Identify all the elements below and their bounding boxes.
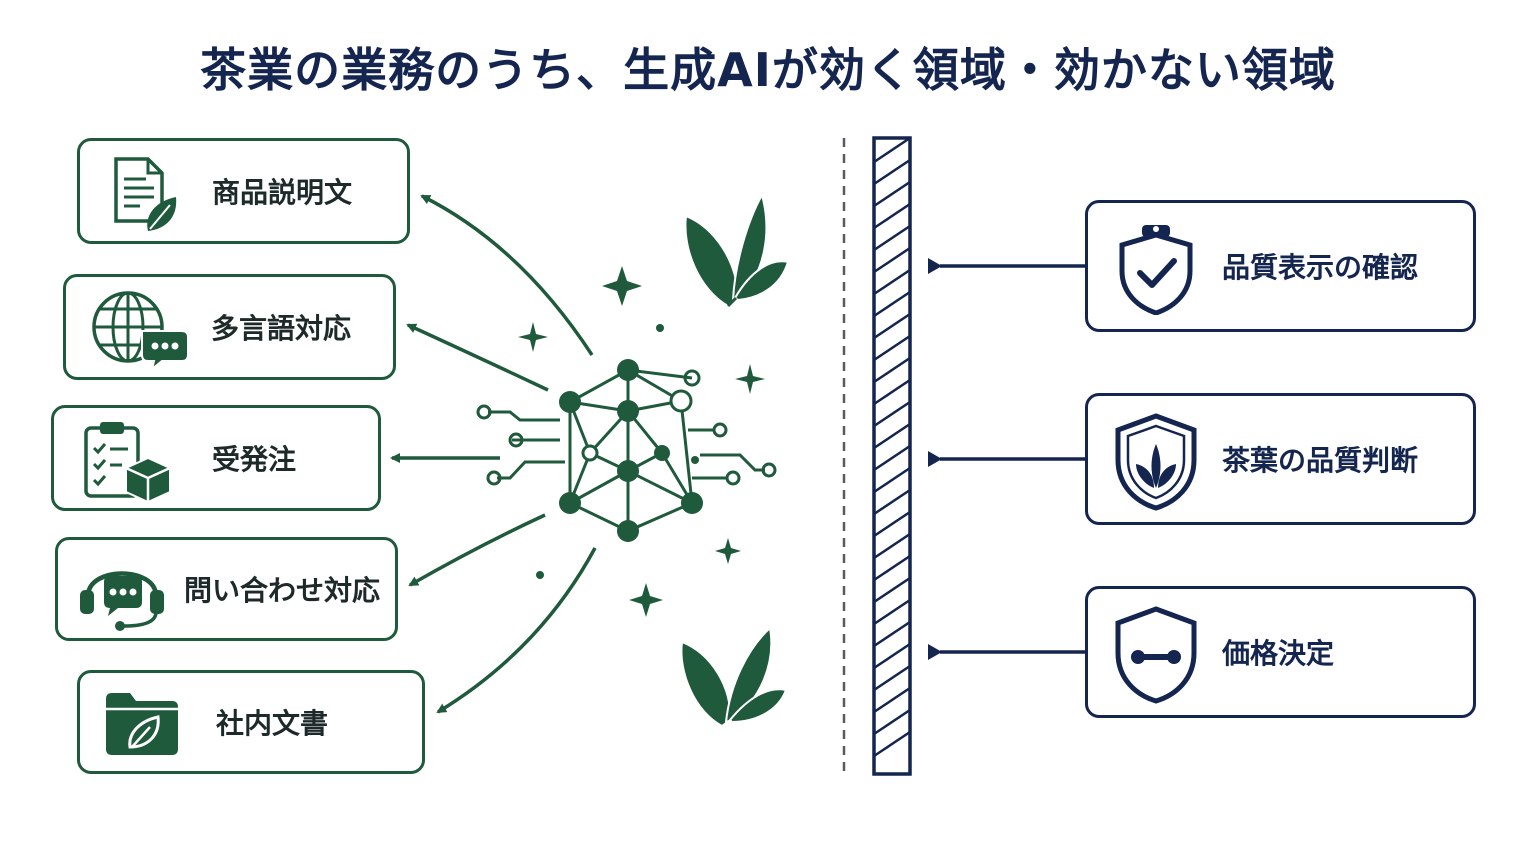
wall-hatch-line: [873, 686, 911, 714]
wall-hatch-line: [873, 224, 911, 252]
effective-arrows: [390, 194, 597, 714]
arrow-to-card-5: [436, 547, 597, 714]
effective-card-label: 問い合わせ対応: [184, 574, 381, 607]
ineffective-card-quality-label: 品質表示の確認: [1085, 200, 1476, 332]
clipboard-box-icon: [84, 422, 171, 504]
arrow-to-card-1: [420, 194, 594, 356]
ineffective-card-label: 価格決定: [1222, 637, 1335, 670]
wall-hatch-line: [873, 444, 911, 472]
effective-card-multilingual: 多言語対応: [63, 274, 396, 380]
headset-chat-icon: [80, 571, 164, 631]
arrow-to-card-2: [406, 323, 549, 392]
diagram-title: 茶業の業務のうち、生成AIが効く領域・効かない領域: [200, 43, 1336, 97]
wall-hatch-line: [873, 488, 911, 516]
effective-card-product-description: 商品説明文: [77, 138, 410, 244]
wall-hatch-line: [873, 708, 911, 736]
wall-hatch-line: [873, 312, 911, 340]
effective-card-internal-docs: 社内文書: [77, 670, 425, 774]
wall-hatch-line: [873, 180, 911, 208]
tea-leaf-icon-bottom: [680, 626, 788, 728]
effective-card-label: 商品説明文: [212, 176, 353, 209]
wall-hatch-line: [873, 246, 911, 274]
wall-hatch-line: [873, 664, 911, 692]
effective-card-label: 受発注: [212, 443, 297, 476]
wall-hatch-line: [873, 466, 911, 494]
wall-hatch-line: [873, 532, 911, 560]
wall-hatch-line: [873, 268, 911, 296]
wall-hatch-line: [873, 642, 911, 670]
wall-hatch-line: [873, 400, 911, 428]
wall-hatch-line: [873, 598, 911, 626]
ineffective-card-label: 品質表示の確認: [1222, 251, 1419, 284]
wall-hatch-line: [873, 378, 911, 406]
sparkle-icons: [518, 266, 765, 617]
effective-card-label: 多言語対応: [211, 312, 352, 345]
ineffective-card-label: 茶葉の品質判断: [1222, 444, 1419, 477]
wall-hatch-line: [873, 422, 911, 450]
wall-hatch-line: [873, 334, 911, 362]
wall-hatch-line: [873, 730, 911, 758]
wall-hatch-line: [873, 510, 911, 538]
shield-link-icon: [1115, 606, 1197, 704]
wall-hatch-line: [873, 136, 911, 164]
shield-check-icon: [1119, 225, 1193, 315]
wall-hatch-line: [873, 290, 911, 318]
shield-leaf-icon: [1115, 413, 1197, 511]
ai-network-icon: [476, 368, 777, 533]
wall-hatch-line: [873, 576, 911, 604]
barrier-wall: [872, 136, 912, 776]
effective-card-inquiry: 問い合わせ対応: [55, 537, 398, 641]
ineffective-card-tea-quality: 茶葉の品質判断: [1085, 393, 1476, 525]
globe-chat-icon: [92, 291, 189, 371]
wall-hatch-line: [873, 554, 911, 582]
wall-hatch-line: [873, 202, 911, 230]
ai-network-nodes: [536, 324, 703, 579]
document-leaf-icon: [114, 157, 177, 231]
wall-hatch-line: [873, 158, 911, 186]
ineffective-card-pricing: 価格決定: [1085, 586, 1476, 718]
ineffective-arrows: [928, 258, 1086, 660]
wall-hatch-line: [873, 620, 911, 648]
tea-leaf-icon-top: [684, 192, 790, 308]
arrow-to-card-4: [408, 513, 546, 587]
effective-card-ordering: 受発注: [51, 405, 381, 511]
folder-leaf-icon: [106, 693, 178, 755]
effective-card-label: 社内文書: [216, 707, 329, 740]
wall-hatch-line: [873, 356, 911, 384]
